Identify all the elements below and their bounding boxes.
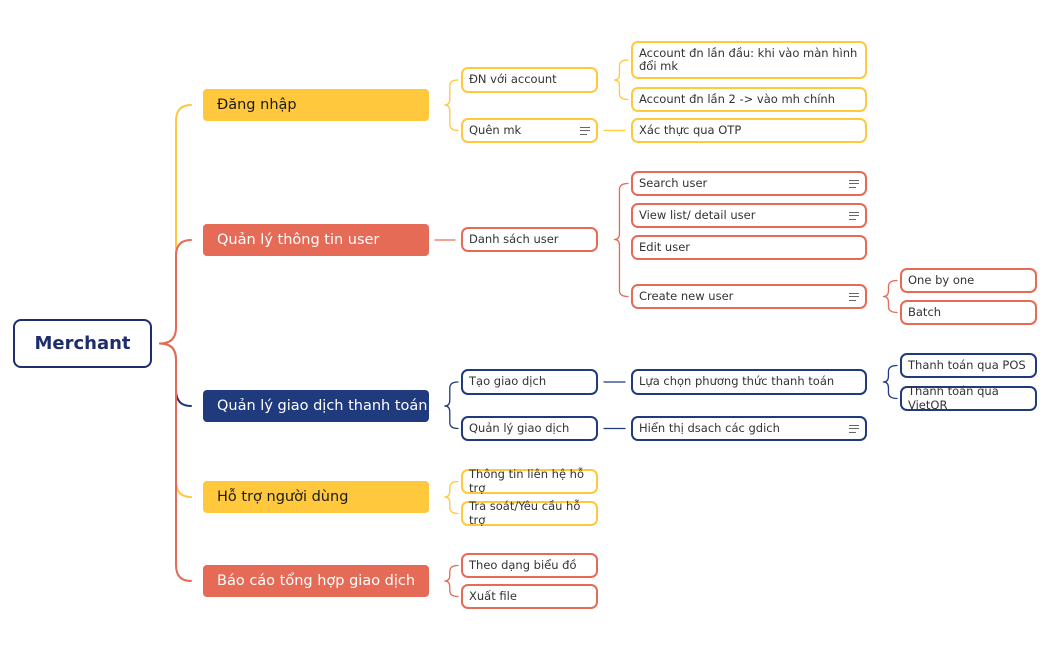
node-label: Batch: [908, 304, 942, 319]
node-label: Lựa chọn phương thức thanh toán: [639, 374, 835, 389]
node-label: Merchant: [34, 333, 131, 354]
brace-bao-cao-tong-hop: [444, 564, 459, 598]
trunk-line-quan-ly-thong-tin-user: [159, 239, 192, 345]
node-hien-thi-dsach[interactable]: Hiển thị dsach các gdich: [631, 416, 867, 441]
node-label: Đăng nhập: [217, 97, 297, 113]
node-danh-sach-user[interactable]: Danh sách user: [461, 227, 598, 252]
node-lua-chon-phuong-thuc[interactable]: Lựa chọn phương thức thanh toán: [631, 369, 867, 395]
brace-lua-chon-phuong-thuc: [882, 364, 898, 400]
node-xuat-file[interactable]: Xuất file: [461, 584, 598, 609]
node-label: One by one: [908, 272, 975, 287]
notes-icon[interactable]: [849, 179, 859, 188]
notes-icon[interactable]: [849, 424, 859, 433]
node-thanh-toan-pos[interactable]: Thanh toán qua POS: [900, 353, 1037, 378]
node-label: Xác thực qua OTP: [639, 122, 742, 137]
notes-icon[interactable]: [849, 211, 859, 220]
node-label: Search user: [639, 175, 708, 190]
branch-bao-cao-tong-hop[interactable]: Báo cáo tổng hợp giao dịch: [203, 565, 429, 597]
node-label: Báo cáo tổng hợp giao dịch: [217, 573, 416, 589]
node-label: Create new user: [639, 288, 734, 303]
brace-ho-tro-nguoi-dung: [444, 480, 459, 515]
branch-dang-nhap[interactable]: Đăng nhập: [203, 89, 429, 121]
node-label: Edit user: [639, 239, 691, 254]
node-dn-voi-account[interactable]: ĐN với account: [461, 67, 598, 93]
node-label: Quản lý giao dịch thanh toán: [217, 398, 428, 414]
node-theo-dang-bieu-do[interactable]: Theo dạng biểu đồ: [461, 553, 598, 578]
node-xac-thuc-otp[interactable]: Xác thực qua OTP: [631, 118, 867, 143]
node-label: Account đn lần 2 -> vào mh chính: [639, 91, 836, 106]
node-label: Hiển thị dsach các gdich: [639, 420, 780, 435]
node-view-list-detail-user[interactable]: View list/ detail user: [631, 203, 867, 228]
branch-quan-ly-thong-tin-user[interactable]: Quản lý thông tin user: [203, 224, 429, 256]
trunk-line-bao-cao-tong-hop: [159, 342, 192, 582]
node-quen-mk[interactable]: Quên mk: [461, 118, 598, 143]
node-thanh-toan-vietqr[interactable]: Thanh toán qua VietQR: [900, 384, 1037, 412]
node-account-dn-lan-dau[interactable]: Account đn lần đầu: khi vào màn hình đổi…: [631, 41, 867, 79]
node-thong-tin-lien-he[interactable]: Thông tin liên hệ hỗ trợ: [461, 467, 598, 495]
node-tra-soat[interactable]: Tra soát/Yêu cầu hỗ trợ: [461, 499, 598, 527]
node-label: Xuất file: [469, 588, 517, 603]
brace-dn-voi-account: [613, 59, 629, 101]
brace-danh-sach-user: [613, 182, 629, 298]
branch-ho-tro-nguoi-dung[interactable]: Hỗ trợ người dùng: [203, 481, 429, 513]
node-label: View list/ detail user: [639, 207, 756, 222]
notes-icon[interactable]: [849, 292, 859, 301]
node-batch[interactable]: Batch: [900, 300, 1037, 325]
node-label: Tra soát/Yêu cầu hỗ trợ: [469, 499, 581, 527]
node-create-new-user[interactable]: Create new user: [631, 284, 867, 309]
node-account-dn-lan-2[interactable]: Account đn lần 2 -> vào mh chính: [631, 87, 867, 112]
branch-quan-ly-giao-dich[interactable]: Quản lý giao dịch thanh toán: [203, 390, 429, 422]
node-label: Tạo giao dịch: [469, 374, 547, 389]
brace-create-new-user: [882, 279, 898, 314]
node-one-by-one[interactable]: One by one: [900, 268, 1037, 293]
node-label: Theo dạng biểu đồ: [469, 557, 577, 572]
node-search-user[interactable]: Search user: [631, 171, 867, 196]
node-label: ĐN với account: [469, 72, 557, 87]
brace-dang-nhap: [444, 79, 459, 132]
node-tao-giao-dich[interactable]: Tạo giao dịch: [461, 369, 598, 395]
node-label: Quên mk: [469, 122, 522, 137]
node-edit-user[interactable]: Edit user: [631, 235, 867, 260]
node-label: Danh sách user: [469, 231, 559, 246]
brace-quan-ly-giao-dich: [444, 381, 459, 430]
node-root[interactable]: Merchant: [13, 319, 152, 368]
notes-icon[interactable]: [580, 126, 590, 135]
node-label: Thanh toán qua POS: [908, 357, 1026, 372]
node-label: Quản lý giao dịch: [469, 420, 570, 435]
node-label: Thông tin liên hệ hỗ trợ: [469, 467, 584, 495]
node-label: Account đn lần đầu: khi vào màn hình đổi…: [639, 45, 858, 73]
node-label: Hỗ trợ người dùng: [217, 489, 349, 505]
node-label: Thanh toán qua VietQR: [908, 384, 999, 412]
node-quan-ly-giao-dich-sub[interactable]: Quản lý giao dịch: [461, 416, 598, 441]
node-label: Quản lý thông tin user: [217, 232, 380, 248]
